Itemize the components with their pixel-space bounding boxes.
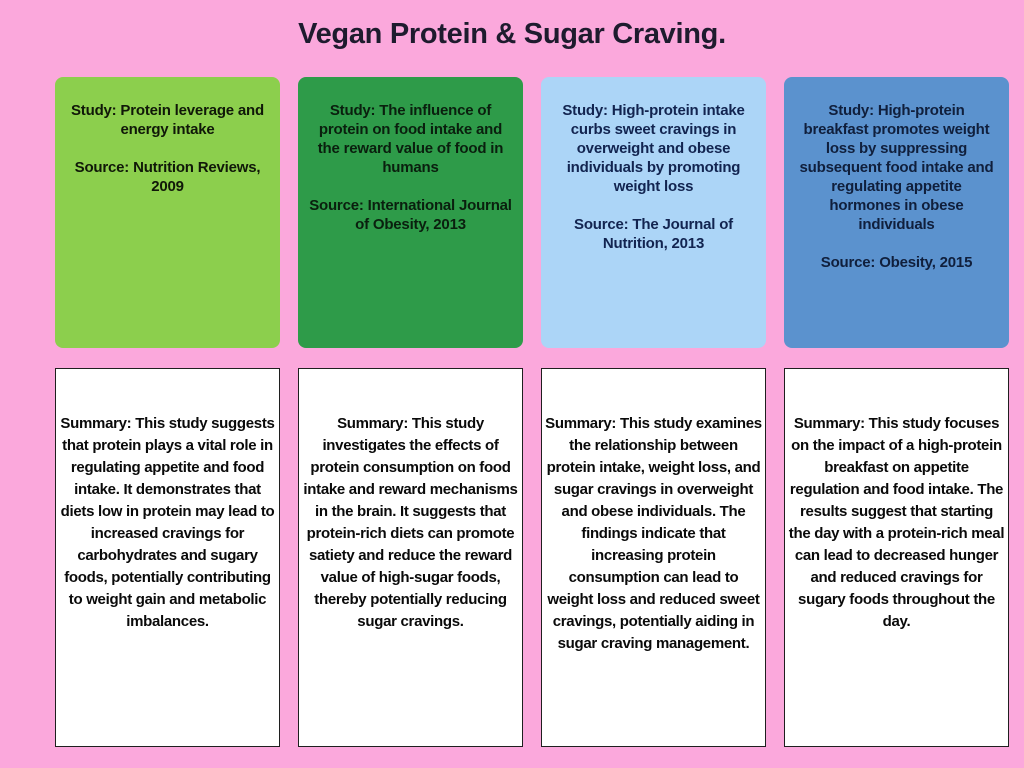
study-source-4: Source: Obesity, 2015 — [820, 254, 973, 271]
study-source-2: Source: International Journal of Obesity… — [309, 197, 512, 233]
summary-card-1: Summary: This study suggests that protei… — [55, 368, 280, 747]
summary-text-1: Summary: This study suggests that protei… — [60, 415, 275, 630]
summary-card-2: Summary: This study investigates the eff… — [298, 368, 523, 747]
summary-card-4: Summary: This study focuses on the impac… — [784, 368, 1009, 747]
study-card-4: Study: High-protein breakfast promotes w… — [784, 77, 1009, 348]
study-title-3: Study: High-protein intake curbs sweet c… — [562, 102, 745, 195]
study-card-2: Study: The influence of protein on food … — [298, 77, 523, 348]
page-title: Vegan Protein & Sugar Craving. — [298, 18, 726, 50]
summary-card-3: Summary: This study examines the relatio… — [541, 368, 766, 747]
study-card-3: Study: High-protein intake curbs sweet c… — [541, 77, 766, 348]
study-source-1: Source: Nutrition Reviews, 2009 — [74, 159, 261, 195]
summary-text-2: Summary: This study investigates the eff… — [303, 415, 518, 630]
summary-text-4: Summary: This study focuses on the impac… — [788, 415, 1005, 630]
study-title-4: Study: High-protein breakfast promotes w… — [799, 102, 994, 233]
summary-cards-row: Summary: This study suggests that protei… — [55, 368, 1009, 747]
study-cards-row: Study: Protein leverage and energy intak… — [55, 77, 1009, 348]
study-card-1: Study: Protein leverage and energy intak… — [55, 77, 280, 348]
study-title-1: Study: Protein leverage and energy intak… — [71, 102, 264, 138]
summary-text-3: Summary: This study examines the relatio… — [545, 415, 762, 652]
study-source-3: Source: The Journal of Nutrition, 2013 — [574, 216, 733, 252]
study-title-2: Study: The influence of protein on food … — [317, 102, 504, 176]
